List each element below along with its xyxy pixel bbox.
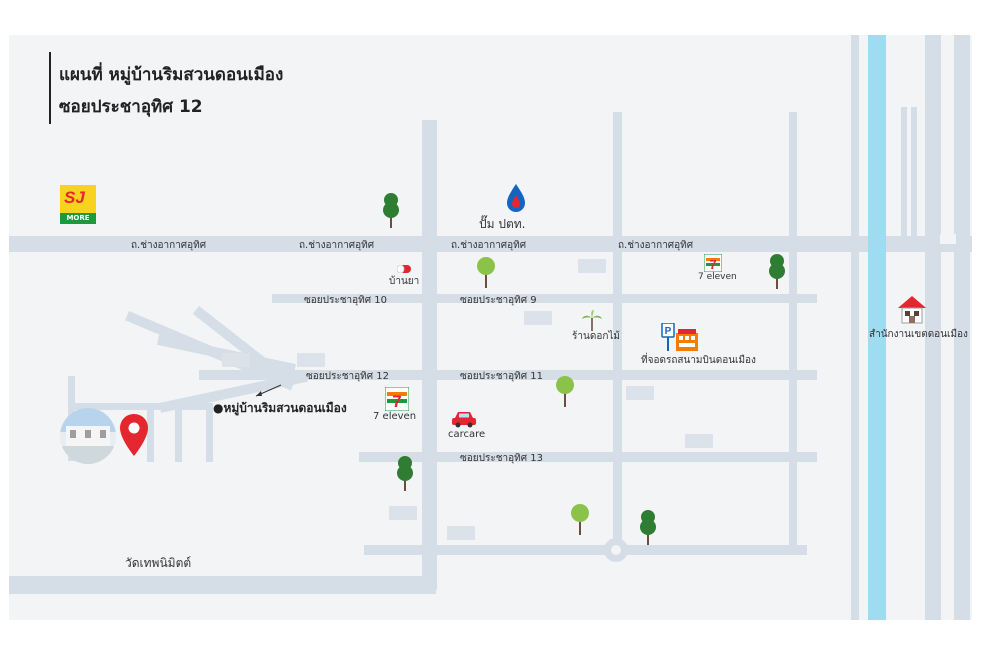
ptt-label: ปั๊ม ปตท.	[479, 217, 526, 231]
lower-road	[364, 545, 807, 555]
tree-icon	[640, 510, 656, 545]
roundabout-center	[611, 545, 621, 555]
main-road	[9, 236, 972, 252]
district-office-label: สำนักงานเขตดอนเมือง	[869, 329, 968, 340]
soi-12-11-road	[199, 370, 817, 380]
pill-icon	[397, 265, 411, 273]
road-gap	[940, 234, 956, 244]
right-road-5	[954, 35, 970, 620]
river	[868, 35, 886, 620]
seven-eleven-label: 7 eleven	[373, 411, 417, 422]
village-road-5	[206, 410, 213, 462]
soi-11-label: ซอยประชาอุทิศ 11	[460, 371, 543, 382]
tree-icon	[769, 254, 785, 289]
soi-13-road	[359, 452, 817, 462]
sj-more-logo: SJ MORE	[60, 185, 96, 224]
village-road-4	[175, 410, 182, 462]
building-block	[297, 353, 325, 367]
right-road-4	[925, 35, 941, 620]
ptt-icon	[507, 184, 525, 212]
svg-text:7: 7	[709, 257, 716, 272]
tree-icon	[571, 504, 589, 535]
main-road-label: ถ.ช่างอากาศอุทิศ	[451, 240, 527, 251]
main-road-label: ถ.ช่างอากาศอุทิศ	[131, 240, 207, 251]
seven-eleven-icon: 7	[704, 254, 722, 272]
village-photo	[60, 408, 116, 464]
bottom-road	[9, 576, 436, 594]
carcare-label: carcare	[448, 429, 486, 440]
building-block	[222, 353, 250, 367]
pharmacy-label: บ้านยา	[389, 276, 420, 287]
right-road-3	[911, 107, 917, 247]
right-road-2	[901, 107, 907, 247]
temple-label: วัดเทพนิมิตต์	[125, 556, 192, 570]
car-icon	[452, 412, 476, 428]
tree-icon	[556, 376, 574, 407]
building-block	[685, 434, 713, 448]
sj-more-text: MORE	[60, 213, 96, 224]
seven-eleven-icon: 7	[385, 387, 409, 411]
right-road-1	[851, 35, 859, 620]
village-label: ●หมู่บ้านริมสวนดอนเมือง	[213, 401, 347, 415]
arrow-icon	[255, 384, 282, 397]
seven-eleven-label: 7 eleven	[698, 272, 737, 282]
vertical-road-1	[422, 120, 437, 590]
soi-13-label: ซอยประชาอุทิศ 13	[460, 453, 543, 464]
soi-10-9-road	[272, 294, 817, 303]
flower-shop-label: ร้านดอกไม้	[572, 331, 620, 342]
tree-icon	[383, 193, 399, 228]
soi-10-label: ซอยประชาอุทิศ 10	[304, 295, 387, 306]
map-canvas: แผนที่ หมู่บ้านริมสวนดอนเมือง ซอยประชาอุ…	[9, 35, 972, 620]
building-block	[578, 259, 606, 273]
palm-tree-icon	[582, 310, 602, 331]
house-icon	[898, 296, 926, 324]
vertical-road-3	[789, 112, 797, 552]
tree-icon	[477, 257, 495, 288]
parking-icon: P	[661, 323, 698, 351]
vertical-road-2	[613, 112, 622, 552]
village-road-3	[147, 410, 154, 462]
building-block	[389, 506, 417, 520]
location-pin-icon	[120, 414, 148, 456]
svg-text:7: 7	[392, 392, 401, 411]
main-road-label: ถ.ช่างอากาศอุทิศ	[299, 240, 375, 251]
building-block	[447, 526, 475, 540]
soi-9-label: ซอยประชาอุทิศ 9	[460, 295, 537, 306]
map-title: แผนที่ หมู่บ้านริมสวนดอนเมือง	[59, 65, 284, 85]
map-subtitle: ซอยประชาอุทิศ 12	[59, 97, 203, 117]
building-block	[626, 386, 654, 400]
building-block	[524, 311, 552, 325]
village-road-2	[68, 403, 213, 410]
tree-icon	[397, 456, 413, 491]
svg-text:P: P	[665, 326, 672, 337]
soi-12-label: ซอยประชาอุทิศ 12	[306, 371, 389, 382]
parking-label: ที่จอดรถสนามบินดอนเมือง	[641, 355, 756, 366]
title-divider	[49, 52, 51, 124]
main-road-label: ถ.ช่างอากาศอุทิศ	[618, 240, 694, 251]
